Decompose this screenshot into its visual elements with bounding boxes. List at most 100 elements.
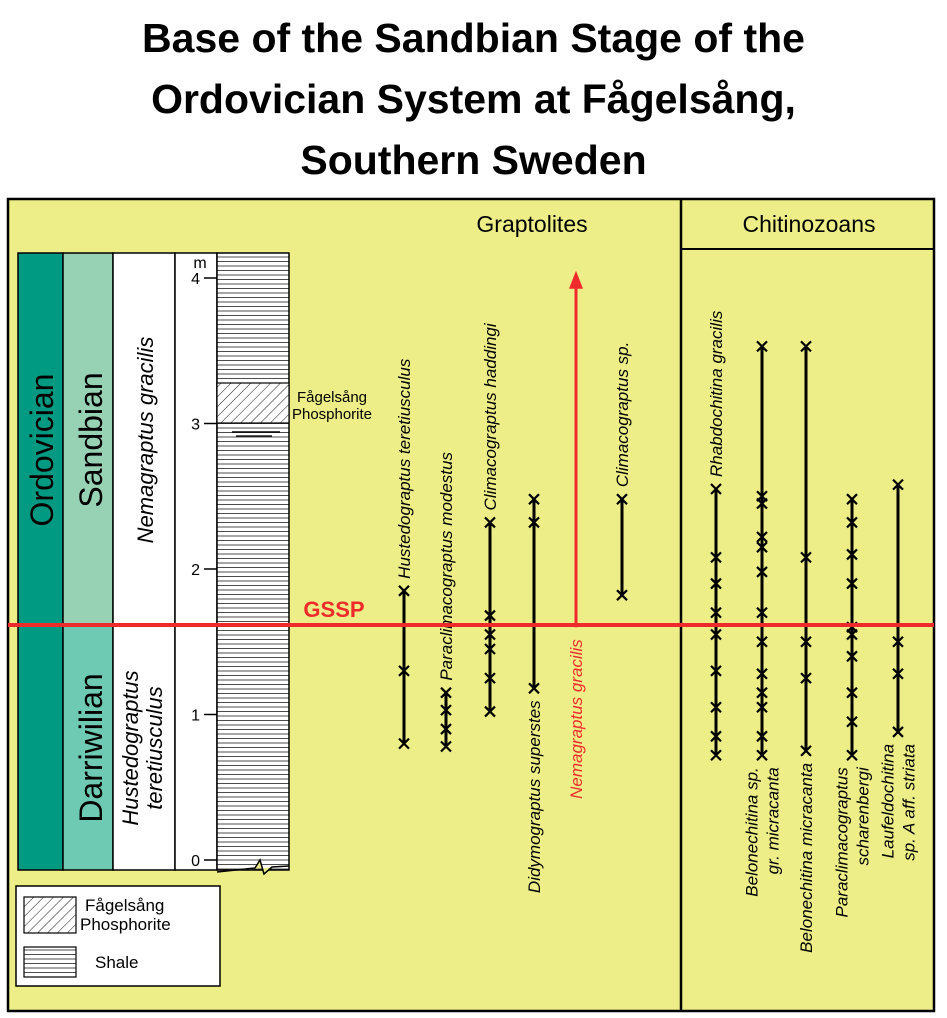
- occurrence-mark: [846, 577, 858, 590]
- occurrence-mark: [756, 490, 768, 503]
- legend-shale-swatch: [23, 946, 77, 978]
- taxon-label: scharenbergi: [854, 766, 873, 866]
- figure-title: Base of the Sandbian Stage of the Ordovi…: [0, 8, 947, 191]
- occurrence-mark: [528, 682, 540, 695]
- taxon-label: Paraclimacograptus: [833, 767, 852, 918]
- legend-phosphorite-label-1: Fågelsång: [85, 896, 164, 915]
- shale-column: [216, 252, 290, 871]
- scale-unit: m: [193, 255, 206, 272]
- occurrence-mark: [710, 701, 722, 714]
- taxon-label: Climacograptus sp.: [613, 342, 632, 488]
- taxon-label: Belonechitina sp.: [743, 767, 762, 896]
- taxon-range: Didymograptus superstes: [525, 493, 544, 893]
- taxon-label: Hustedograptus teretiusculus: [395, 358, 414, 579]
- taxon-range: Belonechitina sp.gr. micracanta: [743, 340, 783, 897]
- occurrence-mark: [616, 589, 628, 601]
- taxon-label: Nemagraptus gracilis: [567, 639, 586, 799]
- occurrence-mark: [398, 585, 410, 597]
- title-line-3: Southern Sweden: [300, 137, 647, 183]
- phosphorite-bed: [216, 382, 290, 424]
- occurrence-mark: [398, 665, 410, 677]
- occurrence-mark: [710, 628, 722, 641]
- occurrence-mark: [756, 701, 768, 714]
- legend-phosphorite-label-2: Phosphorite: [80, 915, 171, 934]
- occurrence-mark: [710, 551, 722, 564]
- phosphorite-label-1: Fågelsång: [297, 389, 367, 406]
- taxon-range: Climacograptus sp.: [613, 342, 632, 601]
- taxon-label: Climacograptus haddingi: [481, 322, 500, 510]
- taxon-label: Paraclimacograptus modestus: [437, 452, 456, 681]
- occurrence-mark: [892, 478, 904, 491]
- taxon-label: sp. A aff. striata: [900, 744, 919, 861]
- occurrence-mark: [440, 686, 452, 699]
- occurrence-mark: [710, 606, 722, 619]
- occurrence-mark: [846, 650, 858, 663]
- taxon-label: Belonechitina micracanta: [797, 763, 816, 953]
- system-column: [17, 252, 64, 871]
- occurrence-mark: [800, 745, 812, 757]
- occurrence-mark: [756, 566, 768, 578]
- occurrence-mark: [892, 726, 904, 738]
- title-line-2: Ordovician System at Fågelsång,: [151, 76, 796, 122]
- occurrence-mark: [756, 606, 768, 619]
- occurrence-mark: [484, 516, 496, 529]
- scale-tick-label: 3: [191, 417, 200, 434]
- chitinozoans-header: Chitinozoans: [743, 211, 876, 237]
- gssp-label-bg: [292, 596, 372, 622]
- zone-lower-label-1: Hustedograptus: [118, 670, 143, 825]
- occurrence-mark: [846, 749, 858, 762]
- occurrence-mark: [710, 730, 722, 743]
- occurrence-mark: [756, 749, 768, 762]
- occurrence-mark: [800, 340, 812, 353]
- taxon-label: Rhabdochitina gracilis: [707, 310, 726, 477]
- occurrence-mark: [800, 672, 812, 684]
- stage-sandbian-label: Sandbian: [73, 372, 109, 507]
- scale-column: [174, 252, 218, 871]
- occurrence-mark: [846, 715, 858, 728]
- occurrence-mark: [846, 686, 858, 699]
- stage-darriwilian-label: Darriwilian: [73, 673, 109, 822]
- occurrence-mark: [846, 493, 858, 505]
- zone-upper-label: Nemagraptus gracilis: [133, 337, 158, 544]
- taxon-label: Didymograptus superstes: [525, 700, 544, 893]
- occurrence-mark: [710, 577, 722, 590]
- occurrence-mark: [892, 635, 904, 648]
- occurrence-mark: [800, 635, 812, 648]
- title-line-1: Base of the Sandbian Stage of the: [142, 15, 805, 61]
- occurrence-mark: [710, 665, 722, 677]
- occurrence-mark: [484, 643, 496, 655]
- occurrence-mark: [756, 340, 768, 353]
- occurrence-mark: [440, 740, 452, 753]
- gssp-label: GSSP: [303, 597, 364, 622]
- occurrence-mark: [756, 667, 768, 680]
- zone-lower-label-2: teretiusculus: [142, 686, 167, 810]
- occurrence-mark: [756, 541, 768, 553]
- occurrence-mark: [710, 749, 722, 762]
- occurrence-mark: [528, 516, 540, 529]
- occurrence-mark: [710, 483, 722, 495]
- graptolites-header: Graptolites: [476, 211, 587, 237]
- phosphorite-label-2: Phosphorite: [292, 406, 372, 423]
- occurrence-mark: [484, 609, 496, 622]
- scale-tick-label: 2: [191, 562, 200, 579]
- occurrence-mark: [484, 672, 496, 684]
- occurrence-mark: [846, 548, 858, 561]
- occurrence-mark: [756, 531, 768, 543]
- taxon-label: Laufeldochitina: [879, 744, 898, 858]
- taxon-range: Belonechitina micracanta: [797, 340, 816, 953]
- occurrence-mark: [846, 516, 858, 529]
- scale-tick-label: 1: [191, 708, 200, 725]
- zone-column: [112, 252, 176, 871]
- occurrence-mark: [892, 667, 904, 680]
- occurrence-mark: [616, 493, 628, 505]
- occurrence-mark: [800, 551, 812, 564]
- taxon-range: Rhabdochitina gracilis: [707, 310, 726, 762]
- occurrence-mark: [440, 704, 452, 716]
- taxon-range: Nemagraptus gracilis: [567, 270, 586, 799]
- range-arrow-head: [569, 270, 583, 289]
